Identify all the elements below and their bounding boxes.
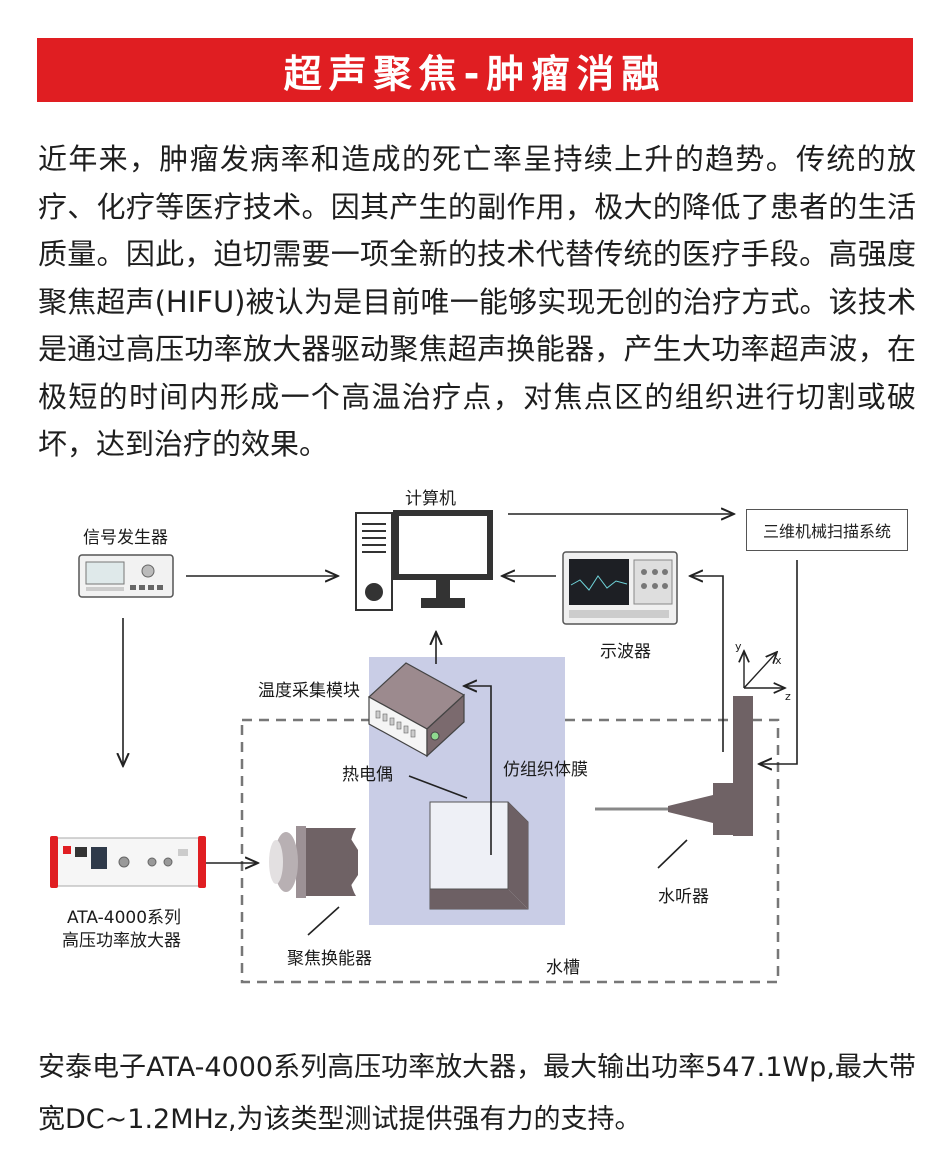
arrow-hydrophone-to-oscilloscope (690, 576, 724, 752)
hydrophone-pointer (657, 839, 688, 869)
temperature-module-label: 温度采集模块 (258, 681, 360, 701)
transducer-label: 聚焦换能器 (287, 949, 372, 969)
phantom-label: 仿组织体膜 (503, 760, 588, 780)
thermocouple-pointer (408, 775, 468, 799)
water-tank-label: 水槽 (546, 958, 580, 978)
signal-generator-icon (78, 554, 174, 598)
footer-paragraph: 安泰电子ATA-4000系列高压功率放大器，最大输出功率547.1Wp,最大带宽… (38, 1052, 916, 1135)
oscilloscope-icon (562, 551, 678, 625)
axis-x-label: x (775, 654, 782, 667)
hydrophone-label: 水听器 (658, 887, 709, 907)
transducer-pointer (307, 906, 340, 936)
amplifier-label-line2: 高压功率放大器 (62, 931, 181, 951)
hydrophone-icon (595, 696, 753, 836)
thermocouple-label: 热电偶 (342, 765, 393, 785)
oscilloscope-label: 示波器 (600, 642, 651, 662)
water-tank-outline (240, 718, 780, 984)
temperature-module-icon (367, 662, 466, 758)
axis-icon (744, 651, 785, 688)
computer-icon (355, 510, 493, 611)
computer-label: 计算机 (405, 489, 456, 509)
tissue-phantom-block (429, 801, 529, 910)
scanning-system-box: 三维机械扫描系统 (746, 509, 908, 551)
arrow-scanner-to-hydrophone (759, 560, 798, 764)
page-title: 超声聚焦-肿瘤消融 (37, 38, 913, 102)
transducer-icon (269, 826, 358, 898)
thermocouple-wire (464, 686, 492, 855)
axis-z-label: z (785, 690, 791, 703)
amplifier-icon (50, 836, 206, 888)
amplifier-label-line1: ATA-4000系列 (67, 908, 182, 928)
axis-y-label: y (735, 640, 742, 653)
signal-generator-label: 信号发生器 (83, 528, 168, 548)
intro-paragraph: 近年来，肿瘤发病率和造成的死亡率呈持续上升的趋势。传统的放疗、化疗等医疗技术。因… (38, 142, 916, 461)
